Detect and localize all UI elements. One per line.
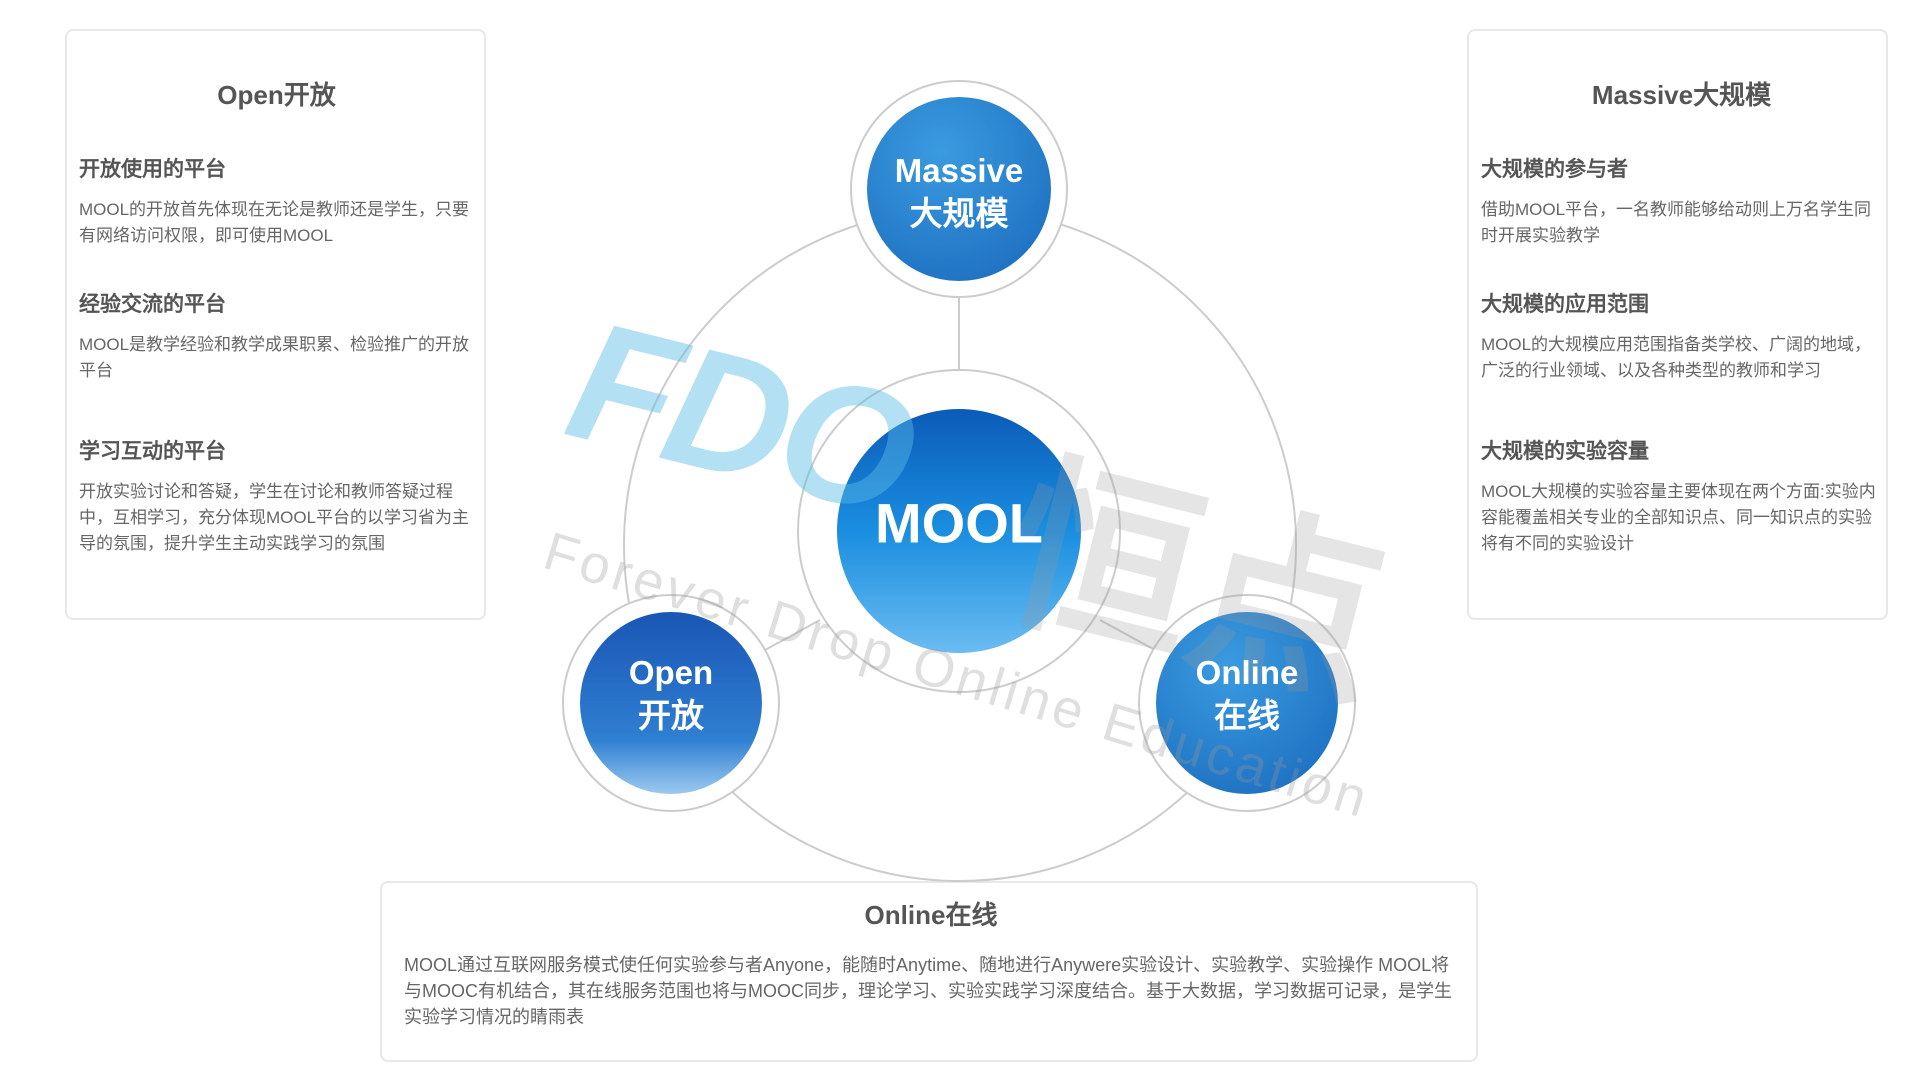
open-section-2: 经验交流的平台 MOOL是教学经验和教学成果职累、检验推广的开放平台 bbox=[79, 288, 476, 384]
open-card: Open开放 开放使用的平台 MOOL的开放首先体现在无论是教师还是学生，只要有… bbox=[65, 29, 486, 620]
node-label-zh: 大规模 bbox=[909, 195, 1009, 232]
open-section-3: 学习互动的平台 开放实验讨论和答疑，学生在讨论和教师答疑过程中，互相学习，充分体… bbox=[79, 435, 476, 557]
massive-card: Massive大规模 大规模的参与者 借助MOOL平台，一名教师能够给动则上万名… bbox=[1467, 29, 1888, 620]
section-heading: 开放使用的平台 bbox=[79, 158, 226, 181]
node-label-zh: 在线 bbox=[1214, 697, 1280, 734]
center-label: MOOL bbox=[875, 491, 1043, 555]
node-label-zh: 开放 bbox=[638, 697, 704, 734]
open-section-1: 开放使用的平台 MOOL的开放首先体现在无论是教师还是学生，只要有网络访问权限，… bbox=[79, 153, 476, 249]
online-card: Online在线 MOOL通过互联网服务模式使任何实验参与者Anyone，能随时… bbox=[380, 881, 1478, 1062]
section-text: 开放实验讨论和答疑，学生在讨论和教师答疑过程中，互相学习，充分体现MOOL平台的… bbox=[79, 482, 470, 553]
section-text: MOOL的大规模应用范围指备类学校、广阔的地域，广泛的行业领域、以及各种类型的教… bbox=[1481, 335, 1872, 380]
massive-card-title: Massive大规模 bbox=[1591, 80, 1772, 110]
node-open: Open 开放 bbox=[629, 652, 713, 738]
node-label-en: Open bbox=[628, 654, 714, 692]
open-circle bbox=[580, 612, 762, 794]
massive-section-3: 大规模的实验容量 MOOL大规模的实验容量主要体现在两个方面:实验内容能覆盖相关… bbox=[1481, 435, 1878, 557]
section-heading: 学习互动的平台 bbox=[79, 440, 226, 463]
connector-open bbox=[764, 619, 821, 651]
section-text: MOOL是教学经验和教学成果职累、检验推广的开放平台 bbox=[79, 335, 470, 380]
section-text: MOOL大规模的实验容量主要体现在两个方面:实验内容能覆盖相关专业的全部知识点、… bbox=[1481, 482, 1876, 553]
node-online: Online 在线 bbox=[1196, 652, 1299, 738]
massive-circle bbox=[867, 97, 1051, 281]
online-circle bbox=[1156, 612, 1338, 794]
section-heading: 大规模的参与者 bbox=[1481, 158, 1628, 181]
massive-section-1: 大规模的参与者 借助MOOL平台，一名教师能够给动则上万名学生同时开展实验教学 bbox=[1481, 153, 1878, 249]
section-heading: 大规模的实验容量 bbox=[1481, 440, 1649, 463]
node-label-en: Massive bbox=[894, 152, 1024, 190]
section-text: 借助MOOL平台，一名教师能够给动则上万名学生同时开展实验教学 bbox=[1481, 200, 1872, 245]
connector-online bbox=[1099, 619, 1156, 651]
online-card-text: MOOL通过互联网服务模式使任何实验参与者Anyone，能随时Anytime、随… bbox=[404, 955, 1452, 1027]
node-label-en: Online bbox=[1195, 654, 1299, 692]
section-heading: 大规模的应用范围 bbox=[1481, 293, 1649, 316]
massive-section-2: 大规模的应用范围 MOOL的大规模应用范围指备类学校、广阔的地域，广泛的行业领域… bbox=[1481, 288, 1878, 384]
section-heading: 经验交流的平台 bbox=[79, 293, 226, 316]
online-card-title: Online在线 bbox=[864, 900, 998, 930]
section-text: MOOL的开放首先体现在无论是教师还是学生，只要有网络访问权限，即可使用MOOL bbox=[79, 200, 470, 245]
center-circle bbox=[837, 409, 1081, 653]
node-massive: Massive 大规模 bbox=[895, 150, 1023, 236]
open-card-title: Open开放 bbox=[217, 80, 336, 110]
